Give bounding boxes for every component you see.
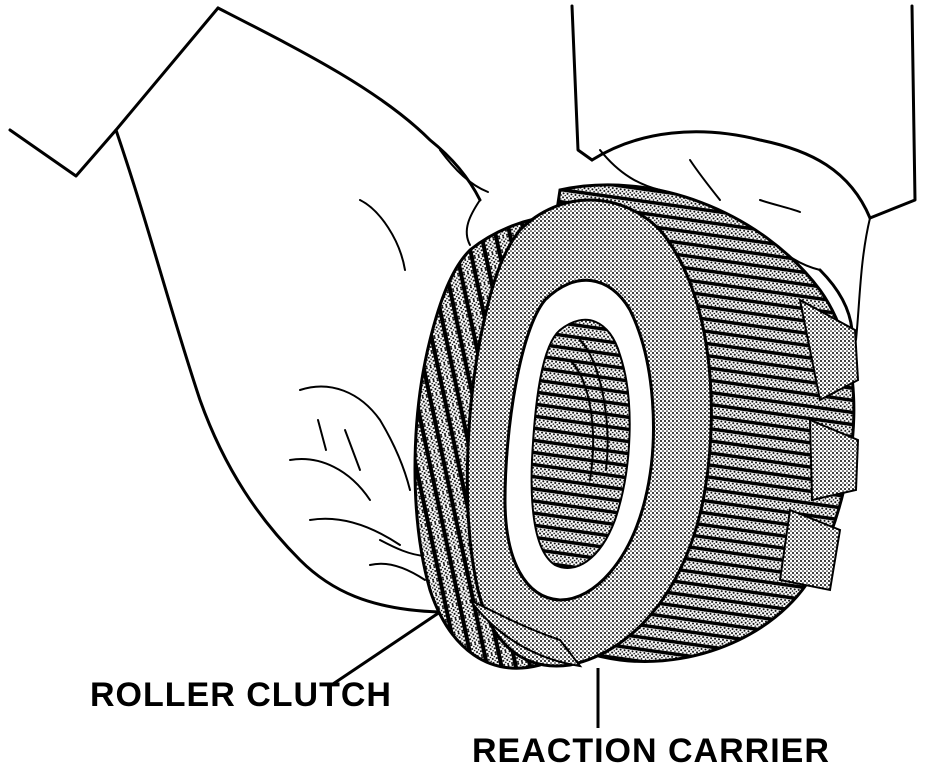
roller-clutch-label: ROLLER CLUTCH	[90, 676, 392, 714]
reaction-carrier-label: REACTION CARRIER	[472, 732, 830, 770]
left-hand-drawing	[8, 6, 489, 614]
roller-clutch-leader-line	[329, 610, 441, 688]
reaction-carrier-gear	[413, 183, 860, 670]
right-hand-drawing	[570, 4, 917, 341]
